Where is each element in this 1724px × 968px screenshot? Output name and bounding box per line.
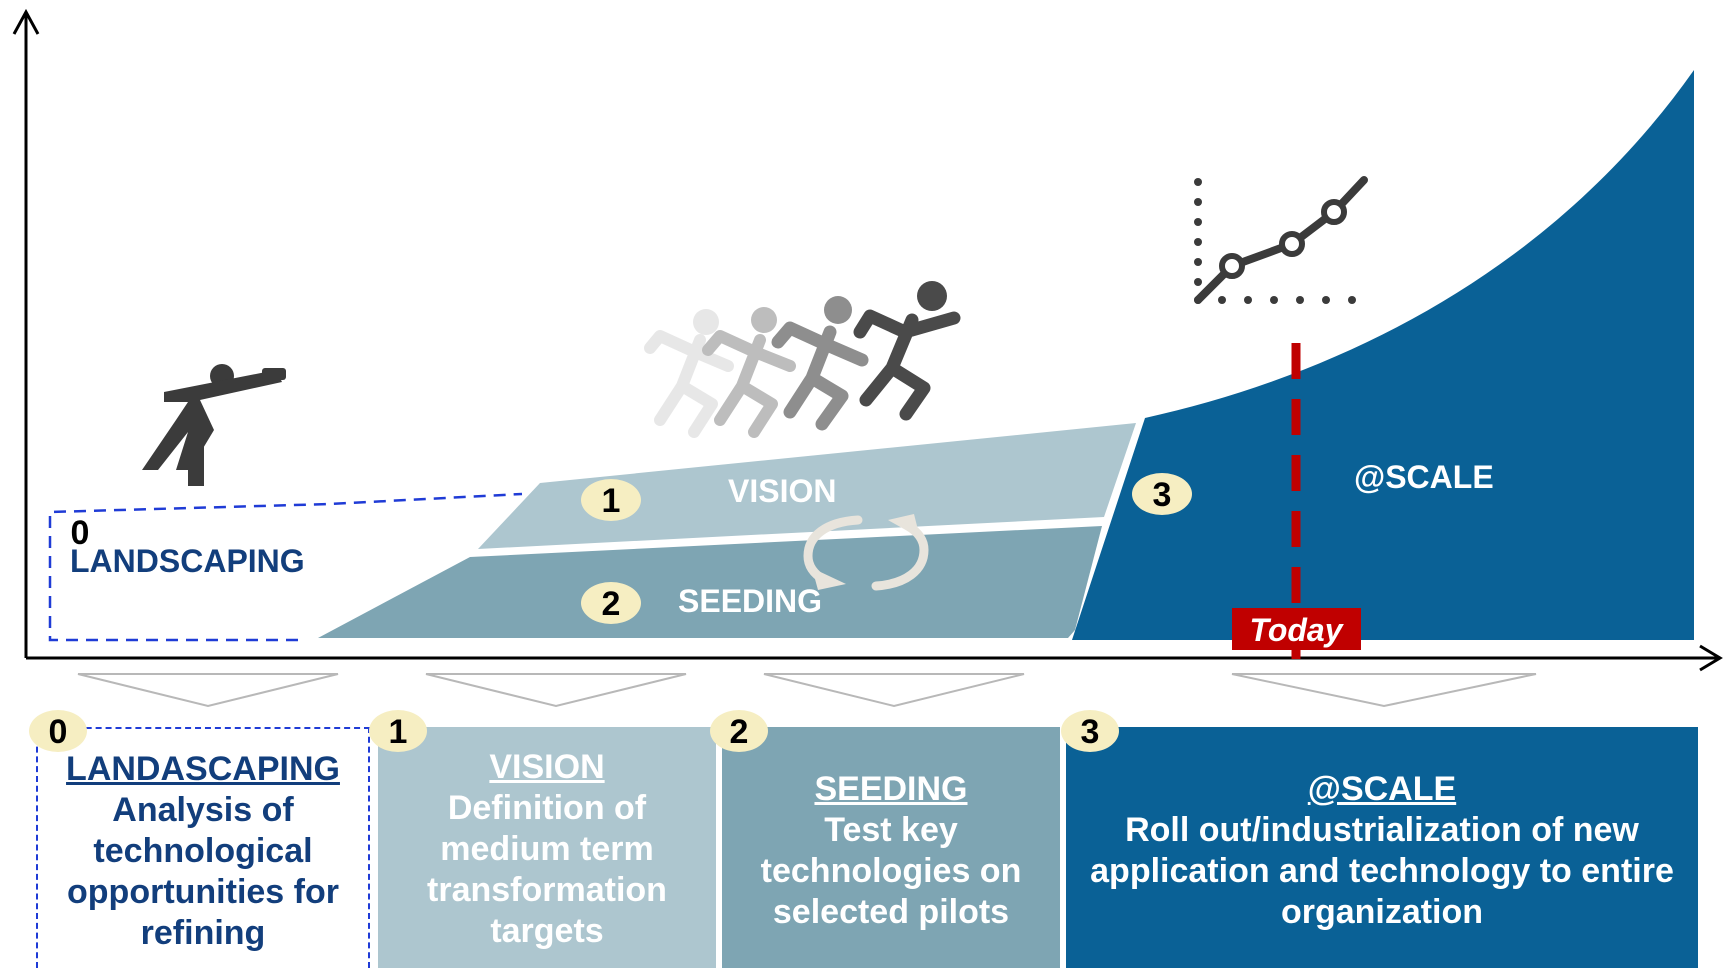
card-scale-heading: @SCALE	[1307, 770, 1457, 808]
badge-seeding-chart: 2	[581, 582, 641, 624]
badge-scale-chart: 3	[1132, 473, 1192, 515]
svg-text:2: 2	[602, 585, 621, 623]
card-vision-heading: VISION	[489, 748, 605, 786]
card-landscaping-heading: LANDASCAPING	[66, 750, 340, 788]
chevron-seeding	[763, 673, 1025, 708]
x-axis-arrow	[1699, 644, 1723, 672]
chevron-landscaping	[77, 673, 339, 708]
vision-band	[478, 423, 1136, 549]
seeding-band	[318, 526, 1102, 638]
card-vision: VISION Definition of medium term transfo…	[378, 727, 716, 968]
badge-landscaping-chart: 0	[71, 514, 90, 552]
card-landscaping-text: Analysis of technological opportunities …	[67, 791, 339, 952]
card-scale: @SCALE Roll out/industrialization of new…	[1066, 727, 1698, 968]
card-seeding-text: Test key technologies on selected pilots	[760, 811, 1022, 931]
card-seeding: SEEDING Test key technologies on selecte…	[722, 727, 1060, 968]
landscaping-region	[48, 492, 523, 642]
scale-area	[1072, 70, 1694, 640]
chevron-scale	[1231, 673, 1537, 708]
stage-label-landscaping: LANDSCAPING	[70, 543, 305, 579]
card-vision-text: Definition of medium term transformation…	[427, 789, 667, 950]
badge-vision-chart: 1	[581, 479, 641, 521]
growth-line-chart-icon	[1194, 176, 1368, 304]
svg-text:1: 1	[602, 482, 621, 520]
y-axis-arrow	[12, 8, 40, 35]
running-people-icon	[644, 281, 961, 438]
svg-text:0: 0	[71, 514, 90, 552]
person-with-telescope-icon	[142, 364, 286, 486]
stage-label-seeding: SEEDING	[678, 583, 822, 619]
chevron-vision	[425, 673, 687, 708]
today-label-box	[1232, 608, 1361, 650]
cycle-arrows-icon	[803, 514, 929, 591]
card-landscaping: LANDASCAPING Analysis of technological o…	[36, 727, 370, 968]
svg-text:3: 3	[1153, 476, 1172, 514]
stage-label-vision: VISION	[728, 473, 836, 509]
today-label: Today	[1249, 612, 1344, 648]
card-scale-text: Roll out/industrialization of new applic…	[1090, 811, 1674, 931]
stage-label-scale: @SCALE	[1354, 459, 1494, 495]
card-seeding-heading: SEEDING	[814, 770, 968, 808]
